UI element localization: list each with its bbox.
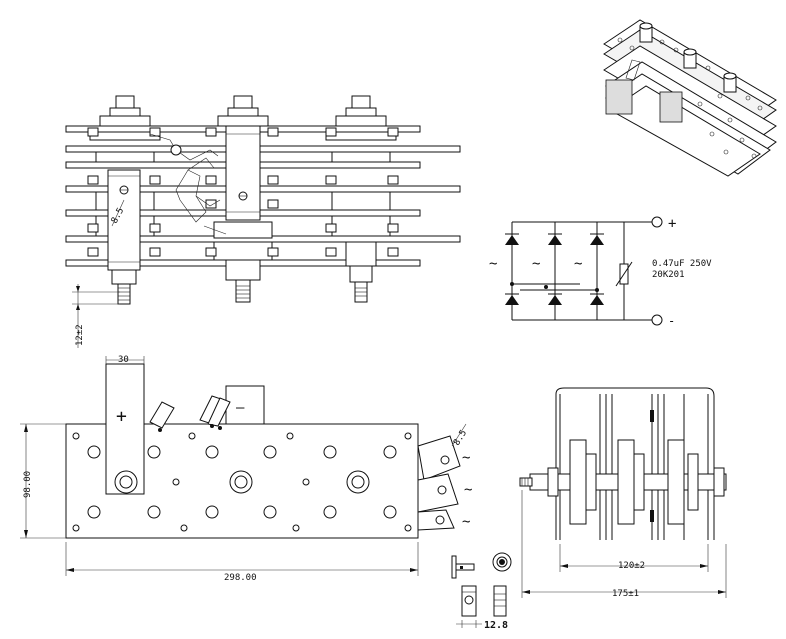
side-discs bbox=[547, 439, 725, 525]
schematic-ac-3: ~ bbox=[574, 256, 582, 272]
side-dims bbox=[521, 490, 727, 598]
plan-dim-height: 98.00 bbox=[23, 471, 33, 498]
front-dim-stud-label: 12±2 bbox=[75, 324, 85, 346]
plan-minus: — bbox=[236, 400, 245, 416]
plan-ac-3: ~ bbox=[462, 514, 470, 530]
plan-dim-terminal: 30 bbox=[118, 355, 129, 365]
plan-ac-1: ~ bbox=[462, 450, 470, 466]
schematic-minus: - bbox=[668, 314, 675, 328]
iso-studs bbox=[639, 22, 737, 93]
schematic-plus: + bbox=[668, 216, 676, 232]
diodes-lower bbox=[505, 293, 604, 305]
varistor-code: 20K201 bbox=[652, 270, 685, 280]
plan-dims bbox=[20, 356, 467, 576]
circuit-schematic bbox=[505, 216, 663, 326]
plan-ac-2: ~ bbox=[464, 482, 472, 498]
iso-holes bbox=[617, 37, 763, 159]
side-dim-overall: 175±1 bbox=[612, 589, 639, 599]
front-view: 12±2 8.5 bbox=[65, 95, 461, 348]
front-nuts bbox=[87, 127, 399, 257]
schematic-ac-1: ~ bbox=[489, 256, 497, 272]
hardware-details bbox=[451, 552, 512, 628]
front-dim-stud bbox=[72, 284, 120, 348]
plan-dim-width: 298.00 bbox=[224, 573, 257, 583]
side-view bbox=[519, 387, 727, 598]
front-column-1 bbox=[89, 95, 161, 305]
front-snubber bbox=[149, 133, 227, 235]
plan-hole-dia: 8.5 bbox=[452, 428, 469, 447]
isometric-view bbox=[603, 19, 777, 177]
front-column-2 bbox=[213, 95, 273, 303]
side-dim-inner: 120±2 bbox=[618, 561, 645, 571]
plan-plus: + bbox=[116, 406, 127, 427]
schematic-ac-2: ~ bbox=[532, 256, 540, 272]
plan-view bbox=[20, 356, 467, 576]
diodes-upper bbox=[505, 233, 604, 245]
hardware-dim-nut: 12.8 bbox=[484, 620, 508, 631]
capacitor-rating: 0.47uF 250V bbox=[652, 259, 712, 269]
plan-holes bbox=[72, 432, 412, 532]
